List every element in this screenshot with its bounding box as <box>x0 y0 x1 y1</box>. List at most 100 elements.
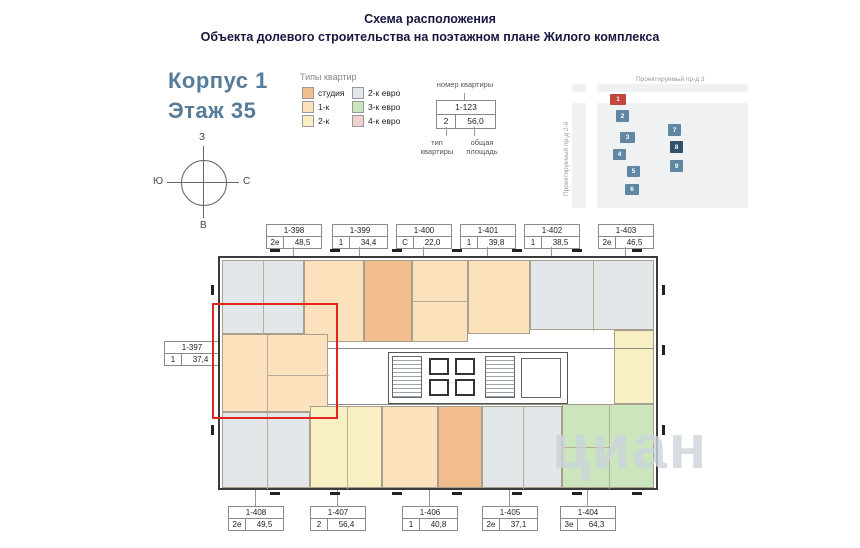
apartment-area: 64,3 <box>588 520 605 529</box>
balcony-mark <box>211 285 214 295</box>
apartment-unit-1-399[interactable] <box>304 260 364 342</box>
label-connector <box>423 247 424 256</box>
balcony-mark <box>572 249 582 252</box>
street-name-left: Проектируемый пр-д 2-й <box>563 121 570 196</box>
balcony-mark <box>572 492 582 495</box>
site-map-building-6[interactable]: 6 <box>625 184 639 195</box>
label-connector <box>359 247 360 256</box>
balcony-mark <box>270 249 280 252</box>
apartment-unit-1-404[interactable] <box>562 404 654 489</box>
legend-swatch-4k-euro <box>352 115 364 127</box>
apartment-unit-1-407[interactable] <box>310 406 382 489</box>
stairwell <box>485 356 515 398</box>
shaft <box>521 358 561 398</box>
label-connector <box>255 490 256 506</box>
legend-item: 1-к <box>302 101 329 113</box>
apartment-area: 37,1 <box>510 520 527 529</box>
balcony-mark <box>662 285 665 295</box>
legend-item: 3-к евро <box>352 101 400 113</box>
apartment-type: 1 <box>333 237 350 248</box>
apartment-type: 2е <box>229 519 246 530</box>
site-map-building-5[interactable]: 5 <box>627 166 640 177</box>
apartment-unit-1-400[interactable] <box>364 260 412 342</box>
label-connector <box>551 247 552 256</box>
balcony-mark <box>662 345 665 355</box>
legend-label: 4-к евро <box>368 116 401 126</box>
corridor-wall <box>328 404 562 405</box>
apartment-number: 1-397 <box>165 342 219 354</box>
legend-item: 2-к евро <box>352 87 400 99</box>
balcony-mark <box>512 492 522 495</box>
legend-swatch-2k-euro <box>352 87 364 99</box>
apartment-unit-1-403[interactable] <box>530 260 654 331</box>
site-map-building-9[interactable]: 9 <box>670 160 683 172</box>
legend-item: студия <box>302 87 345 99</box>
road <box>586 84 597 208</box>
apartment-area: 39,8 <box>488 238 505 247</box>
page-title: Схема расположения Объекта долевого стро… <box>0 10 860 46</box>
legend-swatch-3k-euro <box>352 101 364 113</box>
legend-swatch-2k <box>302 115 314 127</box>
site-map-building-3[interactable]: 3 <box>620 132 635 143</box>
balcony-mark <box>452 492 462 495</box>
apartment-area: 37,4 <box>192 355 209 364</box>
label-connector <box>625 247 626 256</box>
apartment-type: С <box>397 237 414 248</box>
balcony-mark <box>330 249 340 252</box>
apartment-unit-1-405[interactable] <box>482 406 562 489</box>
apartment-unit-1-401[interactable] <box>412 260 469 342</box>
legend-label: 2-к <box>318 116 330 126</box>
site-map: 1 2 3 4 5 6 7 8 9 <box>572 84 748 208</box>
apartment-unit-1-408[interactable] <box>222 412 310 489</box>
apartment-number: 1-402 <box>525 225 579 237</box>
site-map-building-8[interactable]: 8 <box>670 141 683 153</box>
example-type-caption: тип квартиры <box>420 138 454 156</box>
apartment-area: 34,4 <box>360 238 377 247</box>
apartment-number: 1-400 <box>397 225 451 237</box>
apartment-unit[interactable] <box>438 406 482 488</box>
site-map-building-7[interactable]: 7 <box>668 124 681 136</box>
label-connector <box>337 490 338 506</box>
apartment-area: 48,5 <box>294 238 311 247</box>
apartment-unit[interactable] <box>614 330 654 404</box>
balcony-mark <box>270 492 280 495</box>
apartment-unit-1-398[interactable] <box>222 260 304 335</box>
compass-icon <box>181 160 227 206</box>
elevator <box>455 379 475 396</box>
page-title-line2: Объекта долевого строительства на поэтаж… <box>200 30 660 45</box>
compass-east: В <box>200 220 207 231</box>
balcony-mark <box>392 492 402 495</box>
apartment-area: 40,8 <box>430 520 447 529</box>
balcony-mark <box>452 249 462 252</box>
apartment-unit-1-397[interactable] <box>222 334 329 413</box>
balcony-mark <box>632 492 642 495</box>
balcony-mark <box>512 249 522 252</box>
apartment-area: 49,5 <box>256 520 273 529</box>
site-map-building-4[interactable]: 4 <box>613 149 626 160</box>
apartment-unit-1-402[interactable] <box>468 260 530 334</box>
legend-label: 1-к <box>318 102 330 112</box>
site-map-building-1[interactable]: 1 <box>610 94 626 105</box>
street-name-top: Проектируемый пр-д 3 <box>636 76 705 83</box>
apartment-number-example: 1-123 2 56,0 <box>436 100 496 129</box>
apartment-number: 1-401 <box>461 225 515 237</box>
legend-swatch-studio <box>302 87 314 99</box>
site-map-building-2[interactable]: 2 <box>616 110 629 122</box>
apartment-unit-1-406[interactable] <box>382 406 438 488</box>
compass-west: З <box>199 132 206 143</box>
example-connector <box>464 93 465 100</box>
balcony-mark <box>330 492 340 495</box>
korpus-label: Корпус 1 <box>168 68 268 93</box>
